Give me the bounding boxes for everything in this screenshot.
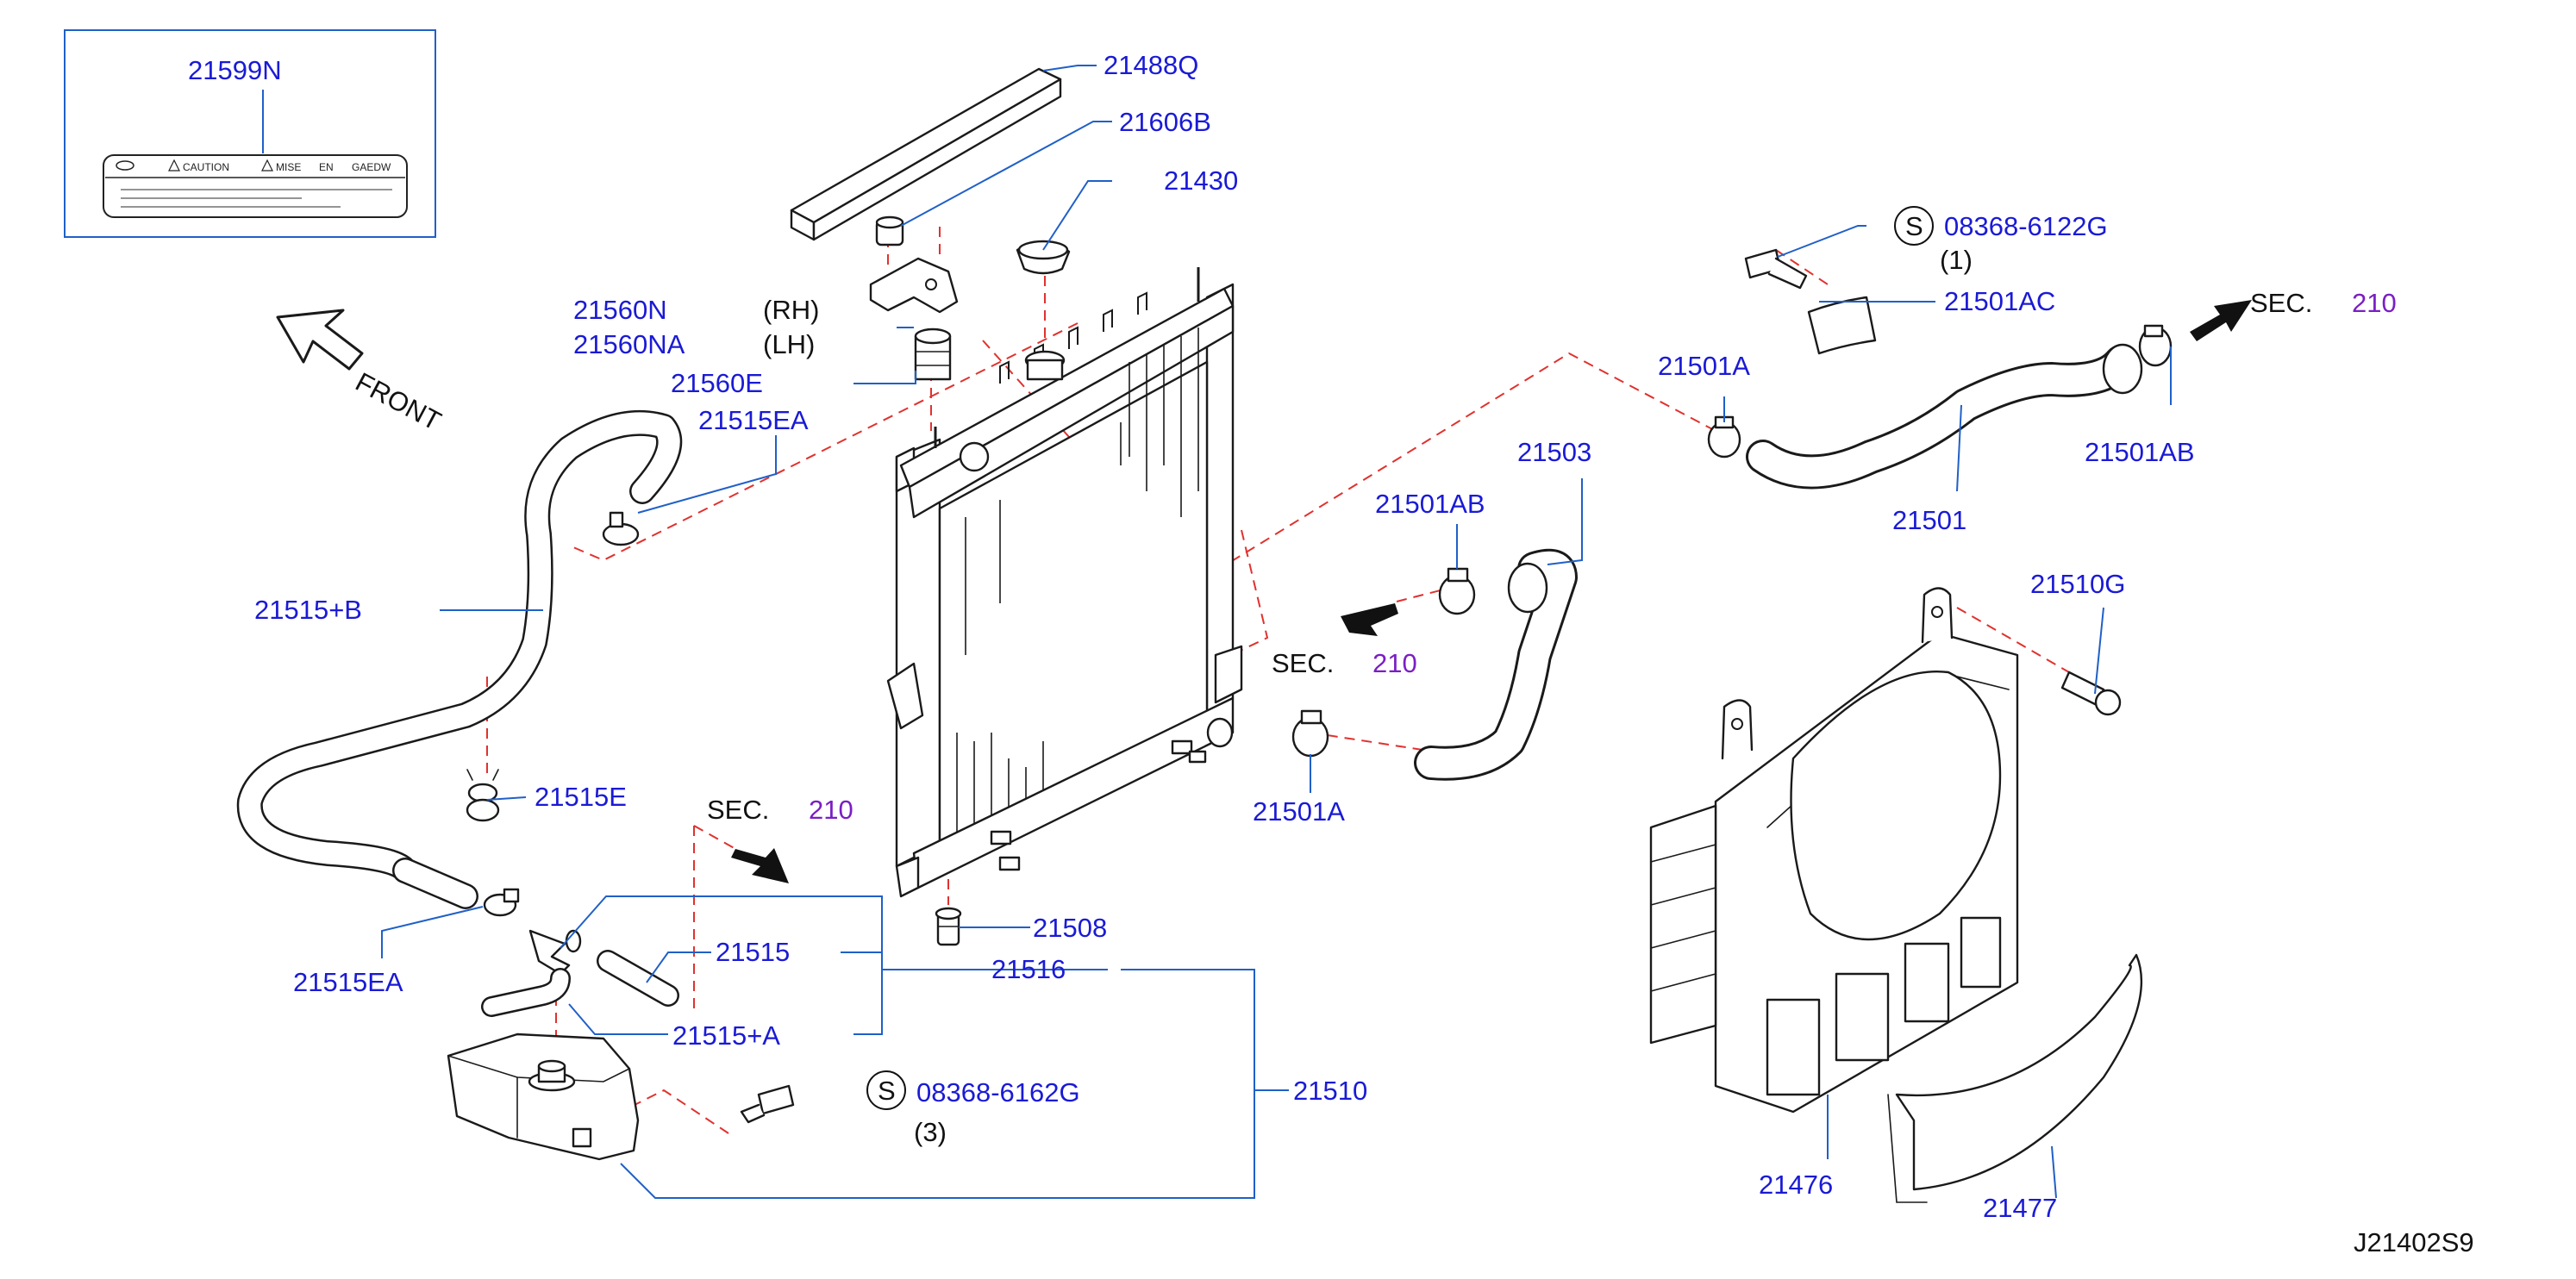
std-part-6122G-label: 08368-6122G (1944, 211, 2108, 241)
radiator-assembly (886, 267, 1243, 898)
part-21560N-label: 21560N (573, 295, 667, 325)
part-21515A-label: 21515+A (672, 1020, 780, 1051)
part-21515E-label: 21515E (535, 782, 627, 812)
drawing-id: J21402S9 (2354, 1227, 2474, 1257)
part-21515EA-bottom-label: 21515EA (293, 967, 403, 997)
part-21560NA-label: 21560NA (573, 329, 685, 359)
part-21606B-label: 21606B (1119, 107, 1211, 137)
lower-hose-21503 (1414, 548, 1578, 781)
hose-clamp-a-right (1707, 415, 1741, 459)
hose-clamp-ab-right (2138, 324, 2173, 367)
sec-arrow-icon-1 (1341, 603, 1398, 636)
rubber-mount-part (914, 328, 952, 381)
part-21503-label: 21503 (1517, 437, 1591, 467)
air-guide-bar (790, 67, 1062, 241)
caution-text: CAUTION (183, 161, 229, 173)
part-21430-label: 21430 (1164, 165, 1238, 196)
mise-text: MISE (276, 161, 301, 173)
part-21501A-left-label: 21501A (1253, 796, 1345, 827)
three-way-joint (528, 929, 582, 976)
standard-part-symbol-1 (1894, 206, 1934, 246)
radiator-cap (1016, 240, 1071, 275)
front-label: FRONT (351, 366, 447, 436)
std-part-6162G-qty: (3) (914, 1117, 947, 1147)
part-21515B-label: 21515+B (254, 595, 362, 625)
std-part-6162G-label: 08368-6162G (916, 1077, 1080, 1107)
en-text: EN (319, 161, 334, 173)
rh-label: (RH) (763, 295, 819, 325)
front-arrow-icon (276, 309, 364, 371)
part-21501A-right-label: 21501A (1658, 351, 1750, 381)
part-21599N-label: 21599N (188, 55, 282, 85)
standard-part-symbol-2 (866, 1070, 906, 1110)
mounting-bracket (869, 257, 959, 314)
hose-bracket-ac (1807, 296, 1877, 355)
leader-lines (381, 65, 2172, 1199)
sec-ref-1-number: 210 (1372, 648, 1417, 678)
sec-ref-2-number: 210 (809, 795, 853, 825)
part-21560E-label: 21560E (671, 368, 763, 398)
sec-arrow-icon-2 (731, 848, 789, 883)
part-21510G-label: 21510G (2030, 569, 2125, 599)
sec-arrow-icon-3 (2190, 300, 2252, 341)
drain-plug-part (935, 907, 962, 946)
part-21516-label: 21516 (991, 954, 1066, 984)
short-hose-21515 (597, 950, 679, 1007)
bolt-6162G (740, 1084, 795, 1124)
hose-clip-bottom (483, 888, 520, 917)
caution-label-box: CAUTION MISE EN GAEDW (64, 29, 436, 238)
grommet-part (875, 215, 904, 246)
part-21515EA-top-label: 21515EA (698, 405, 809, 435)
lower-fan-shroud (1887, 953, 2142, 1203)
part-21501-label: 21501 (1892, 505, 1966, 535)
hose-clip-top (602, 511, 640, 546)
part-21488Q-label: 21488Q (1104, 50, 1198, 80)
part-21515-label: 21515 (716, 937, 790, 967)
part-21476-label: 21476 (1759, 1170, 1833, 1200)
part-21501AB-left-label: 21501AB (1375, 489, 1485, 519)
reservoir-hose-b (236, 409, 683, 909)
std-symbol-2: S (878, 1076, 896, 1106)
sec-ref-3-number: 210 (2352, 288, 2397, 318)
hose-clamp-a-left (1291, 709, 1329, 758)
gaedw-text: GAEDW (352, 161, 391, 173)
std-symbol-1: S (1905, 211, 1923, 241)
part-21501AB-right-label: 21501AB (2085, 437, 2195, 467)
bolt-6122G (1744, 248, 1808, 290)
sec-ref-1-text: SEC. (1272, 648, 1334, 678)
fan-shroud (1649, 587, 2019, 1114)
bolt-21510G (2060, 671, 2122, 716)
part-21501AC-label: 21501AC (1944, 286, 2055, 316)
hose-clamp-ab-left (1438, 567, 1476, 615)
sec-ref-3-text: SEC. (2250, 288, 2312, 318)
short-hose-21515A (481, 968, 571, 1017)
part-21508-label: 21508 (1033, 913, 1107, 943)
part-21510-label: 21510 (1293, 1076, 1367, 1106)
sec-ref-2-text: SEC. (707, 795, 769, 825)
hose-clamp-e (466, 769, 500, 822)
std-part-6122G-qty: (1) (1940, 245, 1973, 275)
part-21477-label: 21477 (1983, 1193, 2057, 1223)
reservoir-tank (447, 1033, 640, 1161)
lh-label: (LH) (763, 329, 815, 359)
